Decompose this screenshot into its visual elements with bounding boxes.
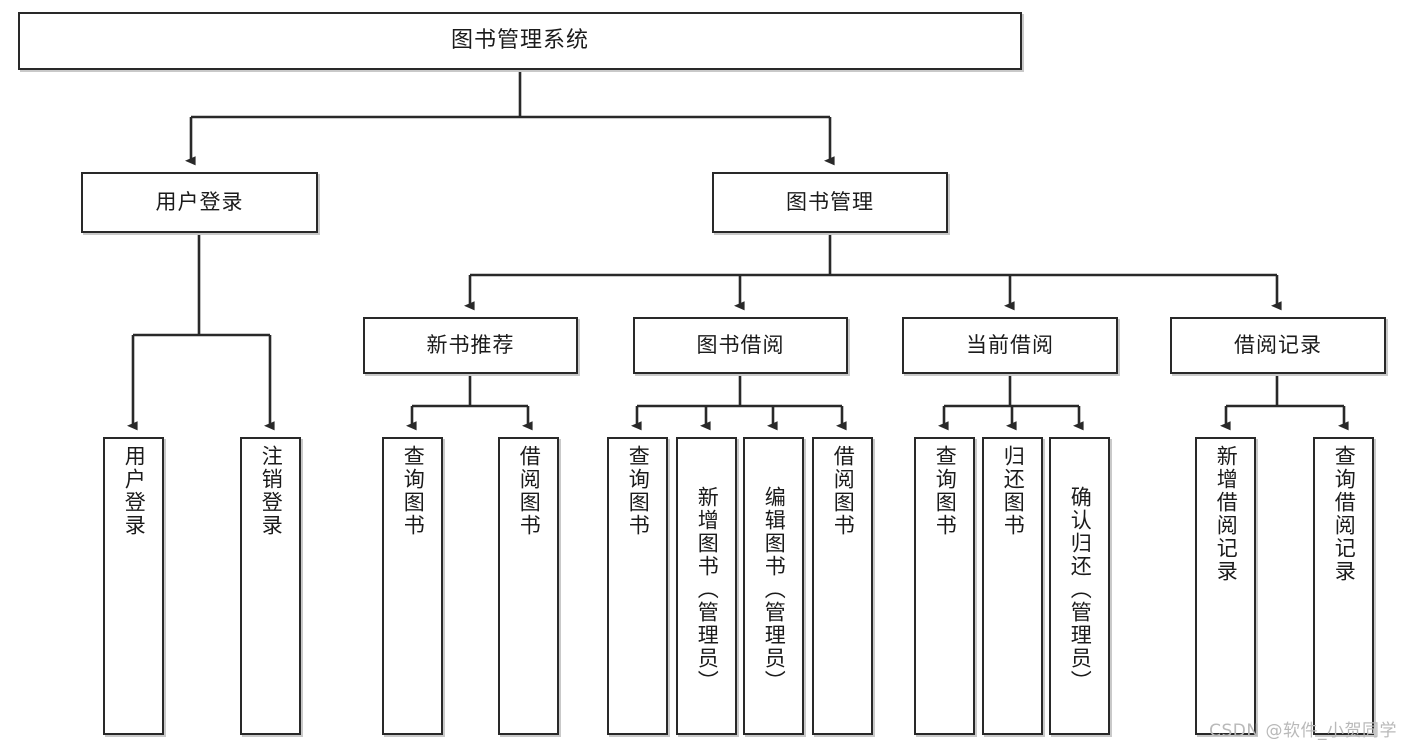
leaf-edit-book[interactable]: 编辑图书（管理员）: [743, 437, 804, 735]
leaf-query-book-3[interactable]: 查询图书: [914, 437, 975, 735]
node-label: 注销登录: [259, 445, 284, 537]
node-label: 当前借阅: [966, 332, 1054, 357]
node-label: 查询图书: [626, 445, 651, 537]
node-label: 查询借阅记录: [1332, 445, 1357, 583]
leaf-query-book-2[interactable]: 查询图书: [607, 437, 668, 735]
node-label: 借阅图书: [517, 445, 542, 537]
node-label: 新书推荐: [426, 332, 515, 357]
leaf-query-book-1[interactable]: 查询图书: [382, 437, 443, 735]
node-label: 确认归还（管理员）: [1068, 485, 1093, 693]
node-label: 图书管理系统: [450, 27, 589, 53]
node-book-manage[interactable]: 图书管理: [712, 172, 948, 233]
csdn-watermark: CSDN @软件_小贺同学: [1209, 721, 1397, 741]
node-label: 编辑图书（管理员）: [762, 485, 787, 693]
leaf-add-record[interactable]: 新增借阅记录: [1195, 437, 1256, 735]
node-label: 查询图书: [401, 445, 426, 537]
node-label: 用户登录: [155, 189, 244, 214]
leaf-borrow-book-1[interactable]: 借阅图书: [498, 437, 559, 735]
node-new-book-rec[interactable]: 新书推荐: [363, 317, 578, 374]
leaf-return-book[interactable]: 归还图书: [982, 437, 1043, 735]
node-label: 用户登录: [122, 445, 147, 537]
node-borrow-record[interactable]: 借阅记录: [1170, 317, 1386, 374]
node-label: 新增借阅记录: [1214, 445, 1239, 583]
node-current-borrow[interactable]: 当前借阅: [902, 317, 1118, 374]
node-user-login[interactable]: 用户登录: [81, 172, 318, 233]
leaf-add-book[interactable]: 新增图书（管理员）: [676, 437, 737, 735]
node-label: 新增图书（管理员）: [695, 485, 720, 693]
node-label: 借阅图书: [831, 445, 856, 537]
leaf-query-record[interactable]: 查询借阅记录: [1313, 437, 1374, 735]
node-label: 图书管理: [786, 189, 874, 214]
node-label: 归还图书: [1001, 445, 1026, 537]
leaf-confirm-return[interactable]: 确认归还（管理员）: [1049, 437, 1110, 735]
node-book-borrow[interactable]: 图书借阅: [633, 317, 848, 374]
node-root-图书管理系统[interactable]: 图书管理系统: [18, 12, 1022, 70]
leaf-user-logout[interactable]: 注销登录: [240, 437, 301, 735]
node-label: 查询图书: [933, 445, 958, 537]
node-label: 图书借阅: [696, 332, 785, 357]
node-label: 借阅记录: [1234, 332, 1322, 357]
leaf-user-login[interactable]: 用户登录: [103, 437, 164, 735]
leaf-borrow-book-2[interactable]: 借阅图书: [812, 437, 873, 735]
